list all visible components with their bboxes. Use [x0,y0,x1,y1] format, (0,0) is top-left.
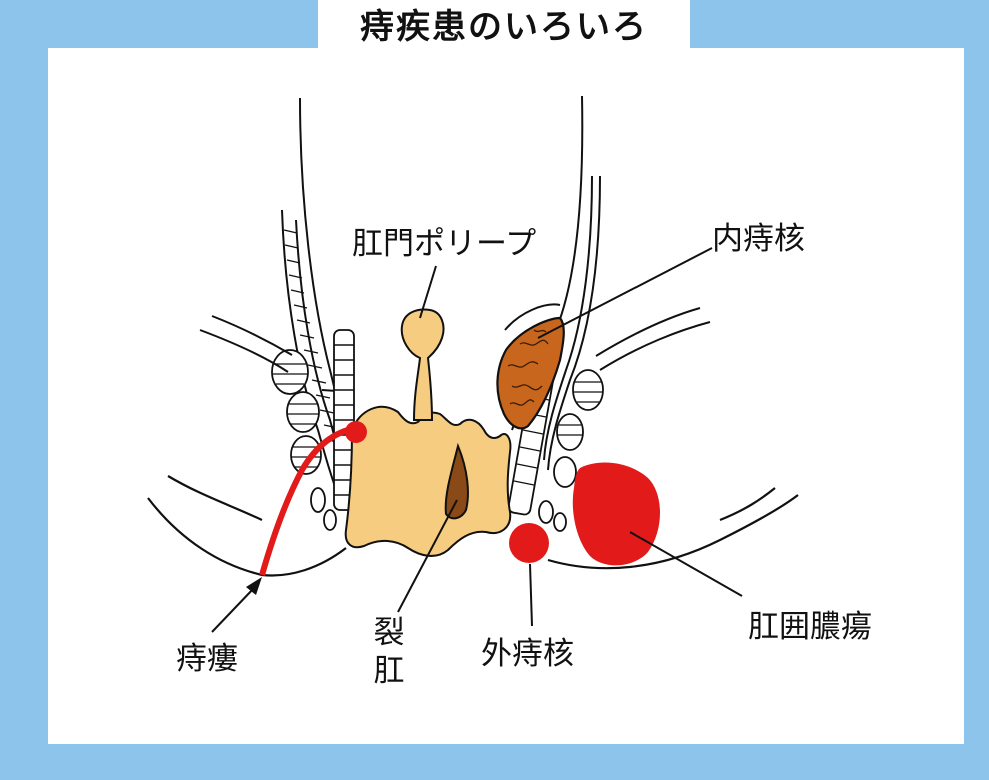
anal-polyp [402,310,444,420]
anal-canal-tissue [346,407,511,556]
fistula-arrowhead [246,577,262,595]
label-external-hemorrhoid: 外痔核 [481,636,574,672]
label-anal-polyp: 肛門ポリープ [352,226,536,262]
label-anal-fistula: 痔瘻 [176,641,238,677]
label-anal-fissure: 裂肛 [372,614,406,690]
label-perianal-abscess: 肛囲膿瘍 [748,609,872,645]
right-levator [596,308,710,370]
external-hemorrhoid [509,523,549,563]
label-internal-hemorrhoid: 内痔核 [712,221,805,257]
perianal-abscess [573,463,660,566]
